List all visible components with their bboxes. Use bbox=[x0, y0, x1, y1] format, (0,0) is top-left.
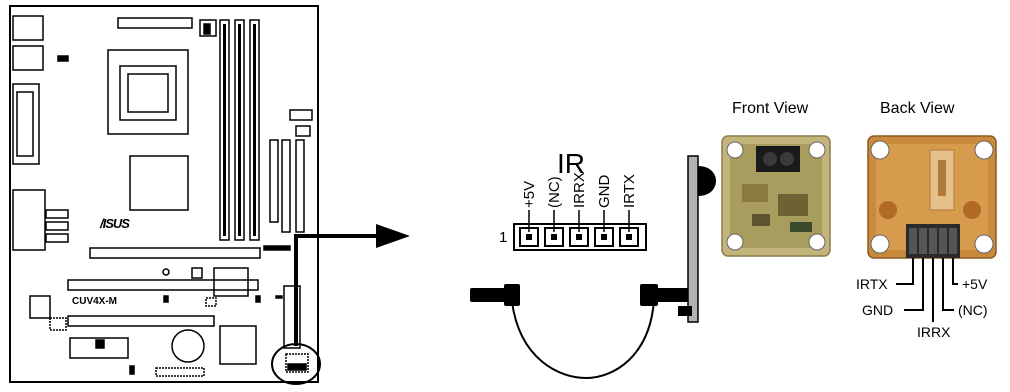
serial-port bbox=[12, 83, 40, 165]
ir-header-on-board bbox=[285, 353, 309, 373]
back-pin-label-gnd: GND bbox=[862, 302, 894, 318]
back-pin-label-nc: (NC) bbox=[958, 302, 988, 318]
pin-label-irtx: IRTX bbox=[621, 174, 638, 208]
pin-label-irrx: IRRX bbox=[571, 172, 588, 208]
front-view-label: Front View bbox=[732, 100, 809, 117]
back-view-label: Back View bbox=[880, 100, 955, 117]
back-pin-label-irrx: IRRX bbox=[917, 324, 951, 340]
north-bridge bbox=[129, 155, 189, 211]
battery bbox=[171, 329, 205, 363]
pin-label-plus5v: +5V bbox=[521, 180, 538, 208]
back-pin-callout-lines bbox=[896, 258, 958, 322]
ir-module-board-edge bbox=[687, 155, 699, 323]
pin-label-gnd: GND bbox=[596, 174, 613, 208]
board-brand-logo: /ISUS bbox=[100, 216, 130, 231]
back-view-module bbox=[867, 135, 997, 259]
south-bridge bbox=[219, 325, 257, 365]
ir-pin-header bbox=[513, 210, 647, 251]
pin-one-label: 1 bbox=[499, 229, 508, 246]
audio-ports bbox=[12, 189, 46, 251]
motherboard-layout bbox=[9, 5, 321, 385]
ir-cable bbox=[511, 299, 655, 380]
ps2-connector bbox=[12, 15, 44, 41]
page-title: IR bbox=[557, 148, 585, 179]
pin-label-nc: (NC) bbox=[546, 176, 563, 208]
back-pin-label-irtx: IRTX bbox=[856, 276, 888, 292]
ir-module-side-view bbox=[470, 155, 716, 380]
cpu-socket bbox=[107, 49, 189, 135]
mount-hole bbox=[726, 141, 744, 159]
board-model-label: CUV4X-M bbox=[72, 296, 118, 307]
callout-arrow bbox=[294, 224, 410, 346]
back-pin-label-plus5v: +5V bbox=[962, 276, 988, 292]
pci-slot bbox=[89, 247, 261, 259]
front-view-module bbox=[721, 135, 831, 257]
ir-sensor-dome bbox=[698, 166, 716, 196]
motherboard-outline bbox=[9, 5, 319, 383]
